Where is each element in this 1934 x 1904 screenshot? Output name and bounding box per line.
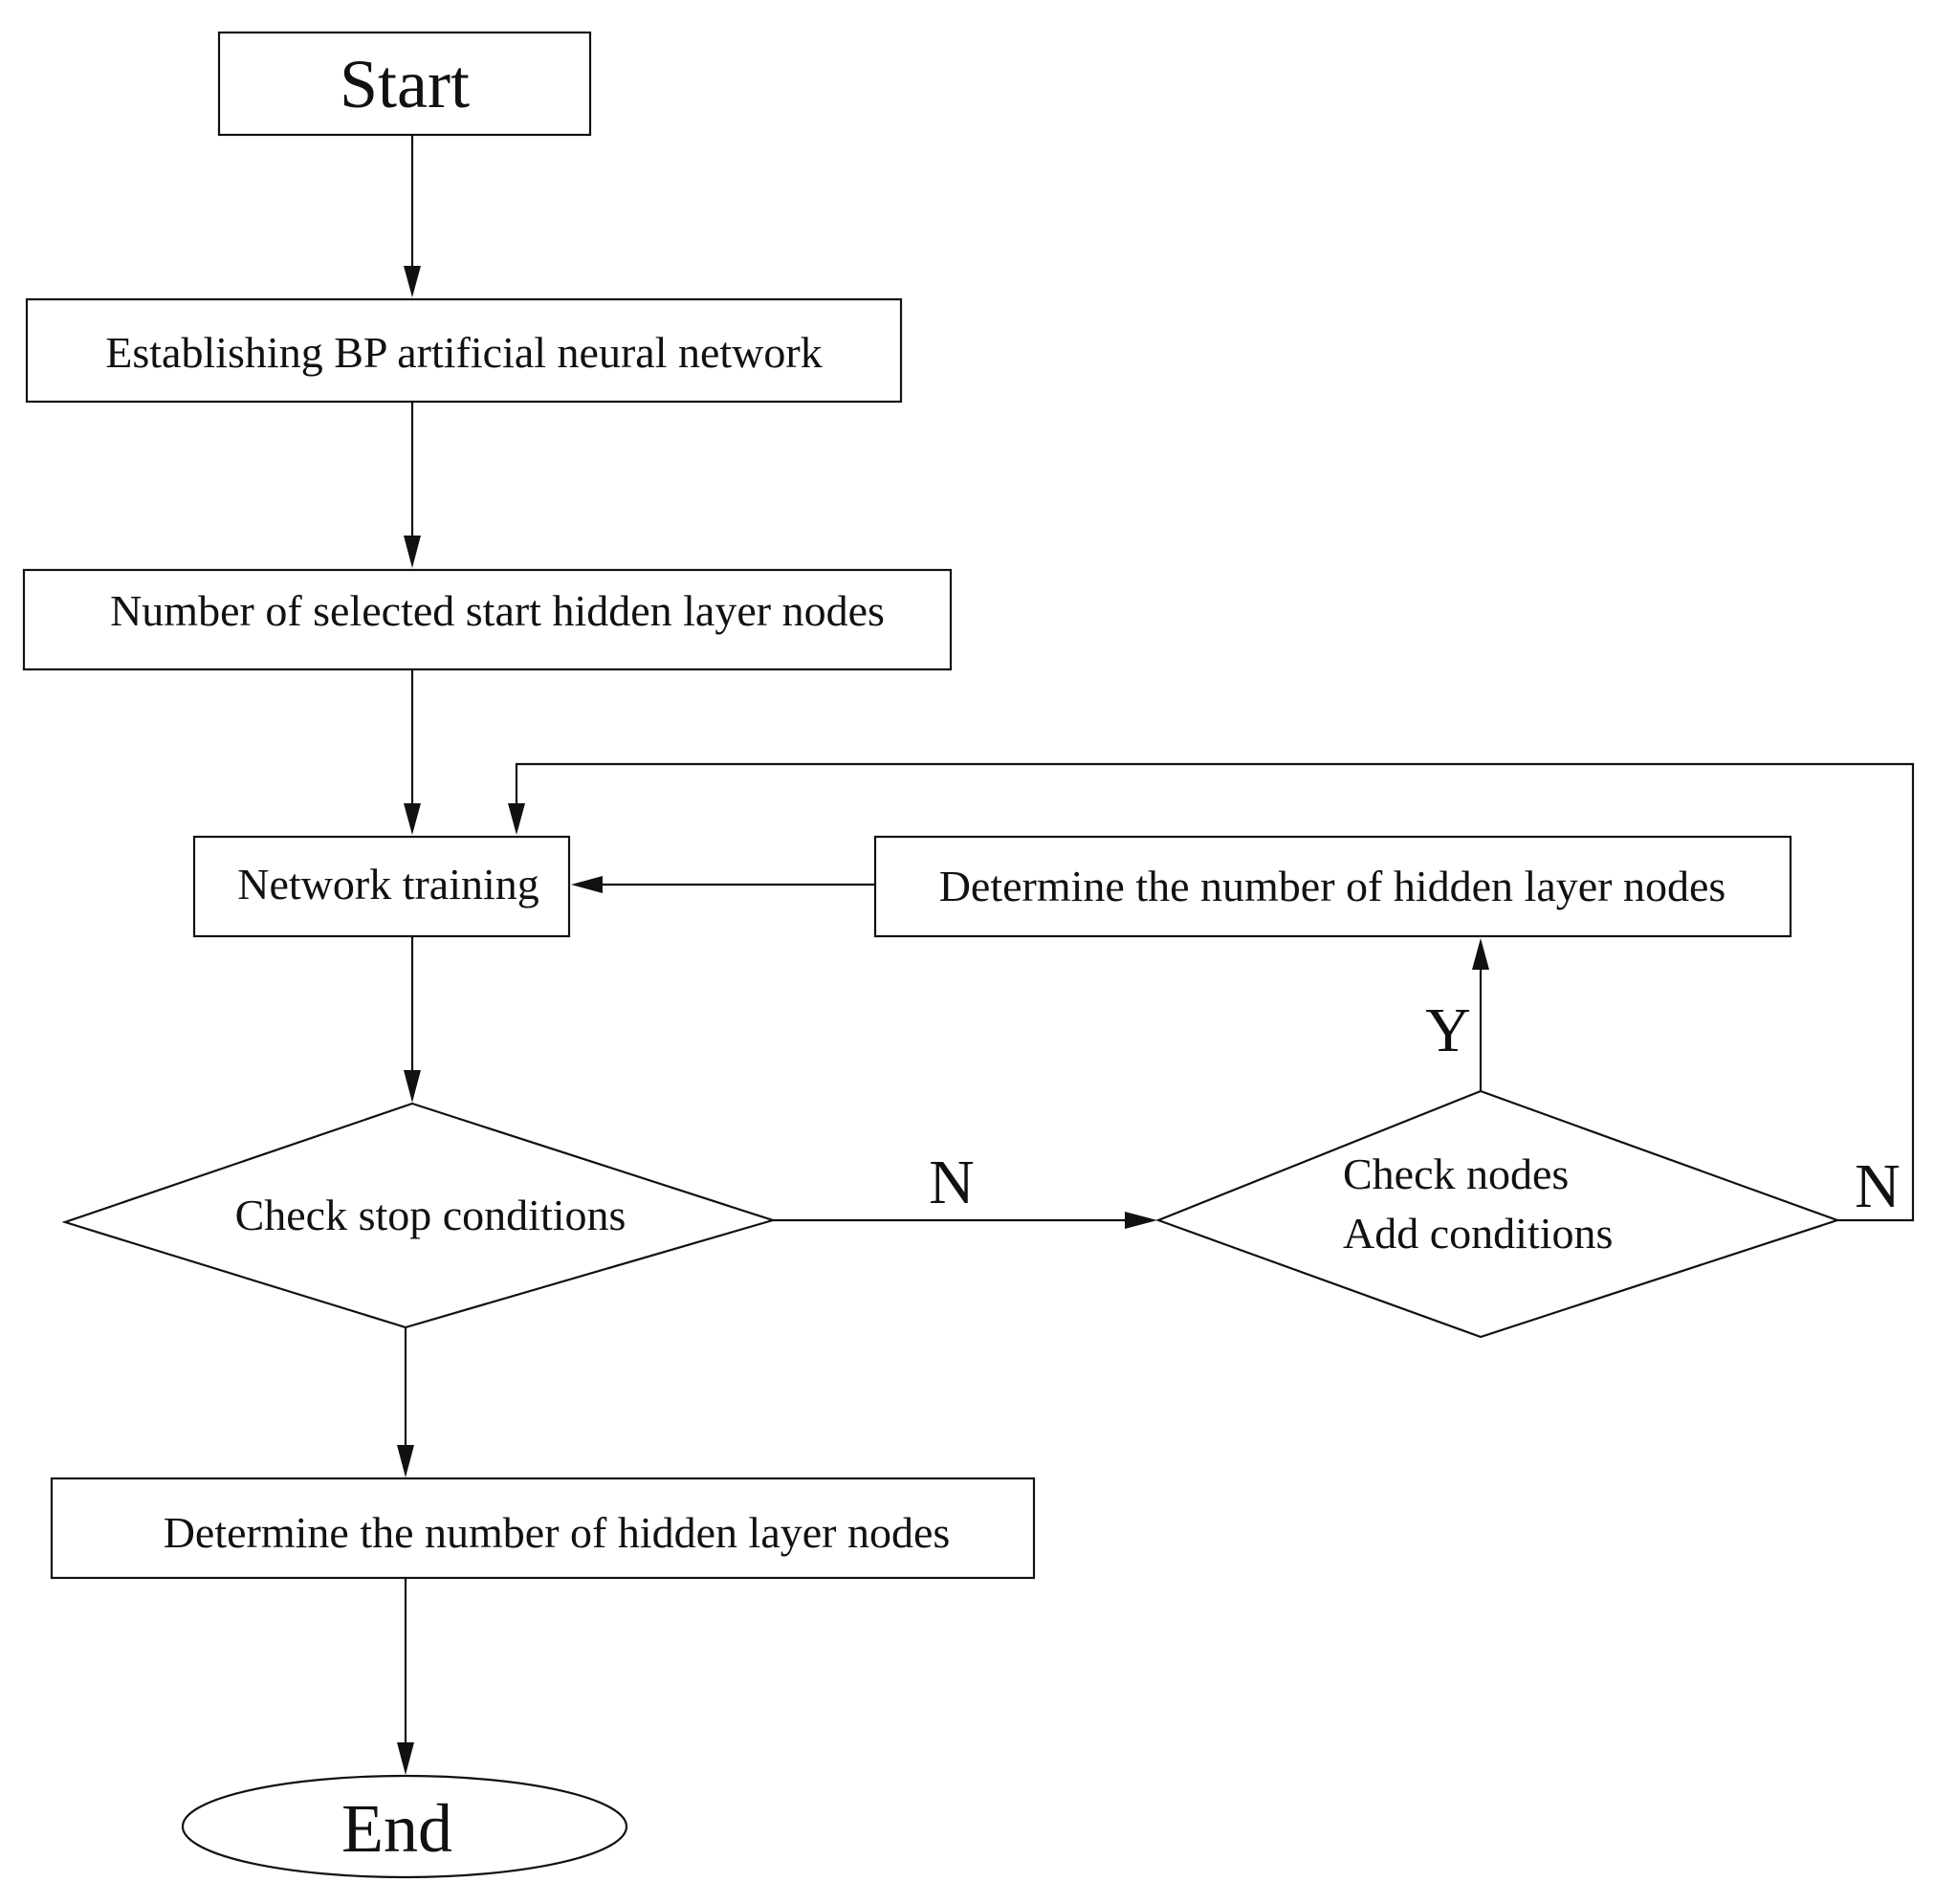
- check-stop-label: Check stop conditions: [235, 1191, 626, 1239]
- arrowhead-check-nodes: [1125, 1212, 1157, 1229]
- end-terminal: [181, 1774, 628, 1879]
- end-label: End: [341, 1790, 452, 1867]
- connector-check-nodes-n-loop: [515, 762, 1915, 1222]
- arrowhead-determine-loop: [1472, 938, 1489, 970]
- select-start-nodes-box: [22, 568, 953, 671]
- establish-network-box: [25, 297, 903, 404]
- check-nodes-decision: [1154, 1089, 1841, 1339]
- arrowhead-training-from-select: [404, 803, 421, 835]
- network-training-box: [192, 835, 571, 938]
- check-nodes-label-line2: Add conditions: [1343, 1209, 1613, 1258]
- arrowhead-training-from-determine: [571, 876, 603, 893]
- branch-label-n-stop: N: [929, 1148, 975, 1217]
- determine-nodes-loop-label: Determine the number of hidden layer nod…: [939, 862, 1726, 910]
- arrowhead-check-stop: [404, 1070, 421, 1103]
- network-training-label: Network training: [237, 860, 539, 908]
- check-nodes-label-line1: Check nodes: [1343, 1149, 1569, 1198]
- determine-nodes-final-box: [50, 1477, 1036, 1580]
- arrowhead-end: [397, 1742, 414, 1775]
- start-box: [217, 31, 592, 137]
- branch-label-y: Y: [1425, 996, 1471, 1065]
- arrowhead-training-from-loop: [508, 803, 525, 835]
- arrowhead-determine-final: [397, 1445, 414, 1477]
- determine-nodes-final-label: Determine the number of hidden layer nod…: [164, 1508, 951, 1557]
- arrowhead-select: [404, 536, 421, 568]
- select-start-nodes-label: Number of selected start hidden layer no…: [110, 586, 885, 635]
- determine-nodes-loop-box: [873, 835, 1792, 938]
- establish-network-label: Establishing BP artificial neural networ…: [105, 328, 822, 377]
- arrowhead-establish: [404, 266, 421, 297]
- start-label: Start: [340, 46, 470, 122]
- branch-label-n-nodes: N: [1855, 1151, 1901, 1221]
